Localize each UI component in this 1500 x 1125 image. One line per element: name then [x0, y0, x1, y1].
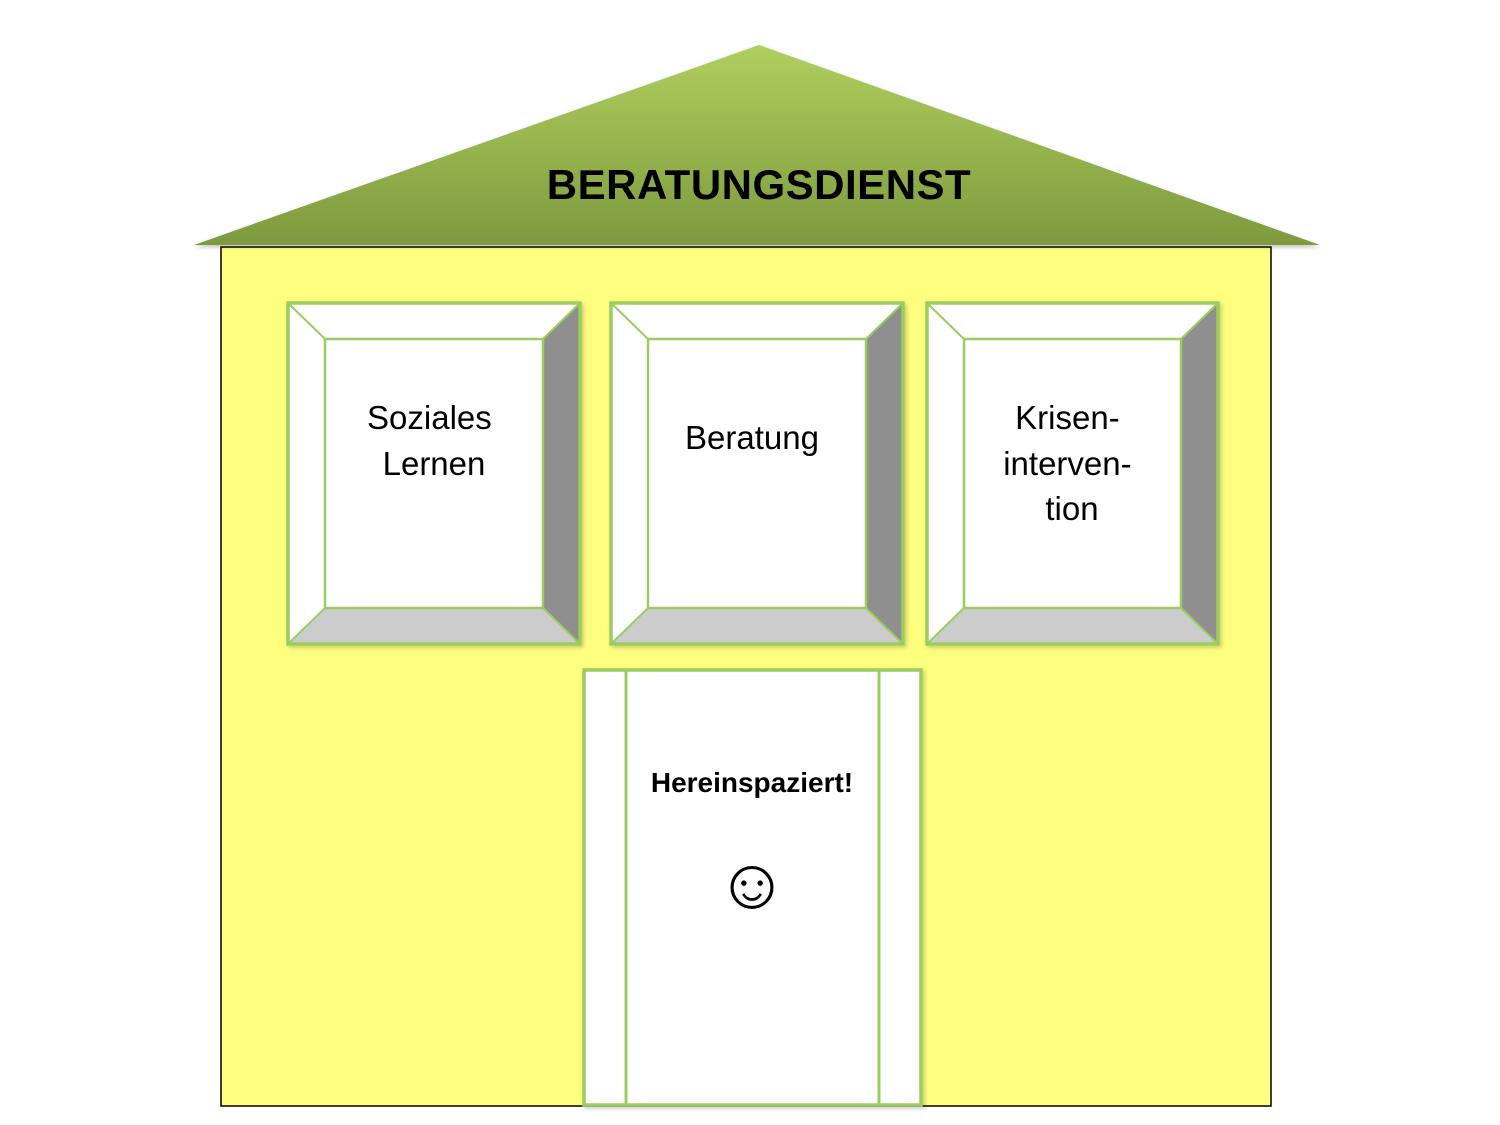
window-bevel-line — [926, 302, 965, 340]
window-label-line: Lernen — [383, 445, 486, 482]
window-label-line: tion — [1045, 490, 1098, 527]
window-beratung — [609, 301, 905, 646]
window-outline — [286, 301, 582, 646]
window-bevel-line — [542, 607, 581, 645]
window-bevel-right — [866, 303, 903, 644]
window-label: Beratung — [685, 419, 819, 456]
window-bevel-line — [865, 607, 904, 645]
window-pane — [646, 337, 868, 610]
window-bevel-line — [610, 302, 649, 340]
door-leaf — [626, 670, 879, 1105]
window-bevel-line — [926, 607, 965, 645]
window-label: Krisen- interven- tion — [1003, 399, 1141, 527]
roof — [194, 45, 1320, 245]
window-bevel-bottom — [288, 608, 580, 644]
window-bevel-line — [542, 302, 581, 340]
window-bevel-right — [1181, 303, 1218, 644]
window-label-line: Soziales — [367, 399, 492, 436]
window-bevel-line — [1180, 302, 1219, 340]
smiley-icon: ☺ — [715, 844, 789, 924]
door-label: Hereinspaziert! — [651, 767, 853, 798]
window-bevel-line — [287, 302, 326, 340]
window-bevel-bottom — [611, 608, 903, 644]
window-pane — [962, 337, 1183, 610]
window-krisenintervention — [925, 301, 1220, 646]
roof-title: BERATUNGSDIENST — [547, 161, 971, 208]
window-label-line: Krisen- — [1015, 399, 1120, 436]
window-soziales-lernen — [286, 301, 582, 646]
window-bevel-line — [865, 302, 904, 340]
window-bevel-line — [610, 607, 649, 645]
door — [582, 668, 923, 1107]
window-label-line: interven- — [1003, 445, 1131, 482]
window-pane — [323, 337, 545, 610]
window-outline — [609, 301, 905, 646]
window-bevel-line — [1180, 607, 1219, 645]
window-label-line: Beratung — [685, 419, 819, 456]
window-bevel-line — [287, 607, 326, 645]
window-label: Soziales Lernen — [367, 399, 501, 482]
door-outline — [582, 668, 923, 1107]
window-outline — [925, 301, 1220, 646]
window-bevel-bottom — [927, 608, 1218, 644]
window-bevel-right — [543, 303, 580, 644]
